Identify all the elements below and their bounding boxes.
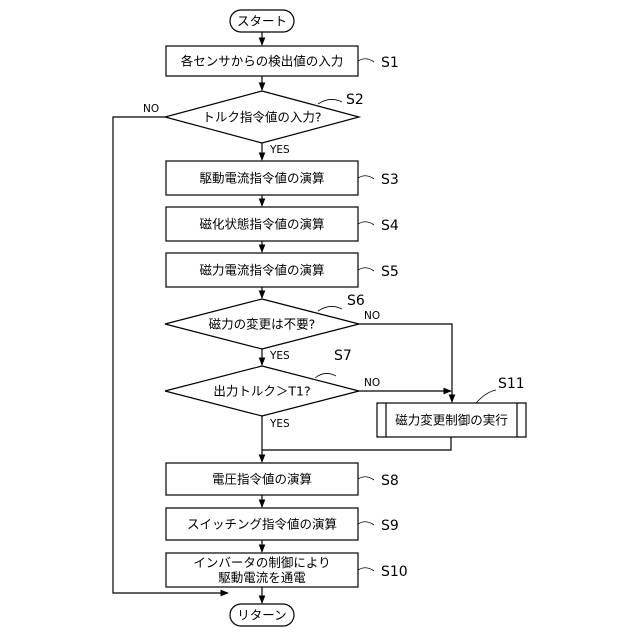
decision-s7-yes: YES xyxy=(269,418,290,430)
step-s1-text: 各センサからの検出値の入力 xyxy=(181,54,344,69)
step-s3-label: S3 xyxy=(381,172,399,188)
step-s5-label: S5 xyxy=(381,264,399,280)
end-terminal-label: リターン xyxy=(237,608,286,623)
start-terminal-label: スタート xyxy=(237,14,287,29)
step-s10-text-line1: インバータの制御により xyxy=(193,555,330,570)
step-s4-text: 磁化状態指令値の演算 xyxy=(199,217,324,232)
decision-s6-text: 磁力の変更は不要? xyxy=(209,317,316,332)
decision-s2-yes: YES xyxy=(269,144,290,156)
decision-s2-no: NO xyxy=(143,103,159,115)
step-s4-label: S4 xyxy=(381,218,399,234)
decision-s6-yes: YES xyxy=(269,350,290,362)
step-s10-label: S10 xyxy=(381,564,408,580)
decision-s6-label: S6 xyxy=(347,293,365,309)
step-s3-text: 駆動電流指令値の演算 xyxy=(199,171,324,186)
decision-s2-label: S2 xyxy=(346,92,364,108)
step-s10-text-line2: 駆動電流を通電 xyxy=(218,570,306,585)
step-s9-text: スイッチング指令値の演算 xyxy=(187,517,337,532)
process-s11-text: 磁力変更制御の実行 xyxy=(395,413,508,428)
decision-s7-no: NO xyxy=(364,377,380,389)
step-s5-text: 磁力電流指令値の演算 xyxy=(199,263,324,278)
step-s8-label: S8 xyxy=(381,473,399,489)
decision-s7-text: 出力トルク＞T1? xyxy=(213,384,310,399)
decision-s7-label: S7 xyxy=(334,348,352,364)
process-s11-label: S11 xyxy=(498,376,525,392)
decision-s6-no: NO xyxy=(364,310,380,322)
decision-s2-text: トルク指令値の入力? xyxy=(202,110,321,125)
step-s8-text: 電圧指令値の演算 xyxy=(212,472,312,487)
step-s1-label: S1 xyxy=(381,55,399,71)
step-s9-label: S9 xyxy=(381,518,399,534)
